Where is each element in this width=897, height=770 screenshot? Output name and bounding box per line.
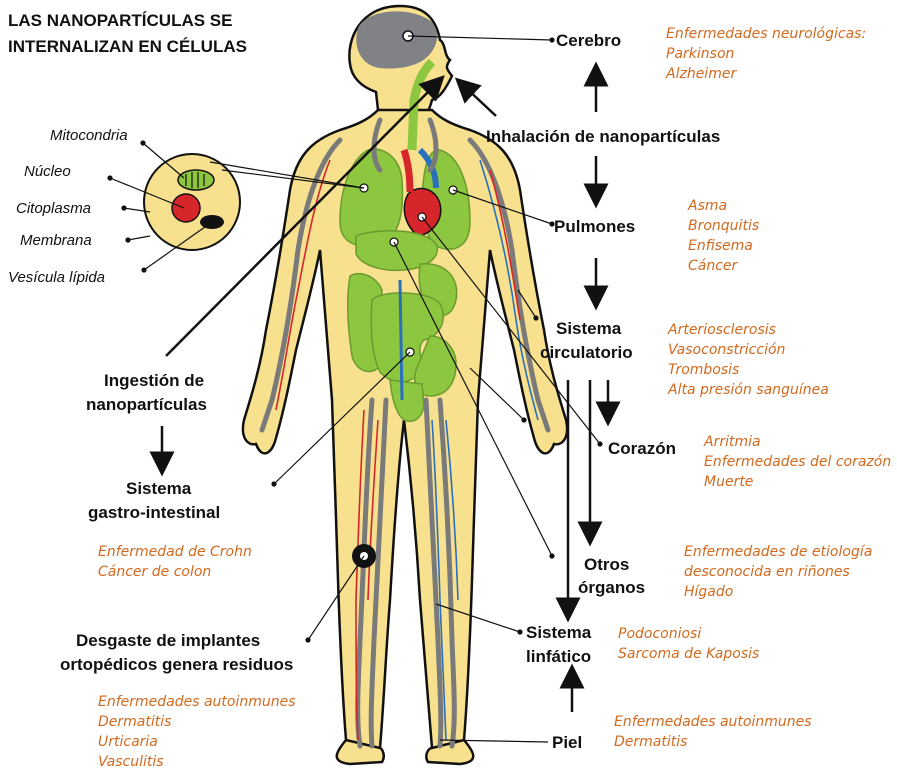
label-lymphatic-2: linfático: [526, 647, 591, 666]
disease-circ-3: Alta presión sanguínea: [667, 382, 829, 398]
label-mitochondria: Mitocondria: [50, 127, 128, 144]
disease-implants-3: Vasculitis: [98, 754, 164, 770]
label-nucleus: Núcleo: [24, 163, 71, 180]
disease-heart-2: Muerte: [704, 474, 753, 490]
disease-lungs-1: Bronquitis: [688, 218, 759, 234]
disease-other-1: desconocida en riñones: [684, 564, 850, 580]
disease-lungs-0: Asma: [687, 198, 727, 214]
label-other-1: Otros: [584, 555, 629, 574]
disease-lymph-1: Sarcoma de Kaposis: [618, 646, 759, 662]
label-ingestion-1: Ingestión de: [104, 371, 204, 390]
disease-skin-0: Enfermedades autoinmunes: [614, 714, 812, 730]
disease-brain-1: Parkinson: [666, 46, 734, 62]
disease-lymph-0: Podoconiosi: [618, 626, 701, 642]
label-ingestion-2: nanopartículas: [86, 395, 207, 414]
label-inhalation: Inhalación de nanopartículas: [486, 127, 720, 146]
disease-skin-1: Dermatitis: [614, 734, 687, 750]
disease-implants-0: Enfermedades autoinmunes: [98, 694, 296, 710]
title-line-2: INTERNALIZAN EN CÉLULAS: [8, 37, 247, 56]
title-line-1: LAS NANOPARTÍCULAS SE: [8, 11, 232, 30]
label-circulatory-2: circulatorio: [540, 343, 633, 362]
disease-lungs-2: Enfisema: [688, 238, 753, 254]
disease-heart-1: Enfermedades del corazón: [704, 454, 891, 470]
nucleus: [172, 194, 200, 222]
label-circulatory-1: Sistema: [556, 319, 622, 338]
disease-implants-2: Urticaria: [98, 734, 158, 750]
disease-heart-0: Arritmia: [703, 434, 761, 450]
label-other-2: órganos: [578, 578, 645, 597]
label-brain: Cerebro: [556, 31, 621, 50]
label-implants-1: Desgaste de implantes: [76, 631, 260, 650]
disease-lungs-3: Cáncer: [688, 258, 739, 274]
disease-circ-1: Vasoconstricción: [668, 342, 785, 358]
label-gi-2: gastro-intestinal: [88, 503, 220, 522]
mitochondria: [178, 170, 214, 190]
disease-gi-0: Enfermedad de Crohn: [98, 544, 252, 560]
disease-implants-1: Dermatitis: [98, 714, 171, 730]
disease-other-0: Enfermedades de etiología: [684, 544, 872, 560]
label-lungs: Pulmones: [554, 217, 635, 236]
label-cytoplasm: Citoplasma: [16, 200, 91, 217]
disease-circ-0: Arteriosclerosis: [667, 322, 776, 338]
disease-gi-1: Cáncer de colon: [98, 564, 211, 580]
disease-other-2: Hígado: [684, 584, 733, 600]
label-heart: Corazón: [608, 439, 676, 458]
label-skin: Piel: [552, 733, 582, 752]
label-lipid-vesicle: Vesícula lípida: [8, 269, 105, 286]
disease-brain-2: Alzheimer: [665, 66, 737, 82]
disease-circ-2: Trombosis: [668, 362, 739, 378]
disease-brain-0: Enfermedades neurológicas:: [666, 26, 866, 42]
label-membrane: Membrana: [20, 232, 92, 249]
label-implants-2: ortopédicos genera residuos: [60, 655, 293, 674]
label-lymphatic-1: Sistema: [526, 623, 592, 642]
label-gi-1: Sistema: [126, 479, 192, 498]
